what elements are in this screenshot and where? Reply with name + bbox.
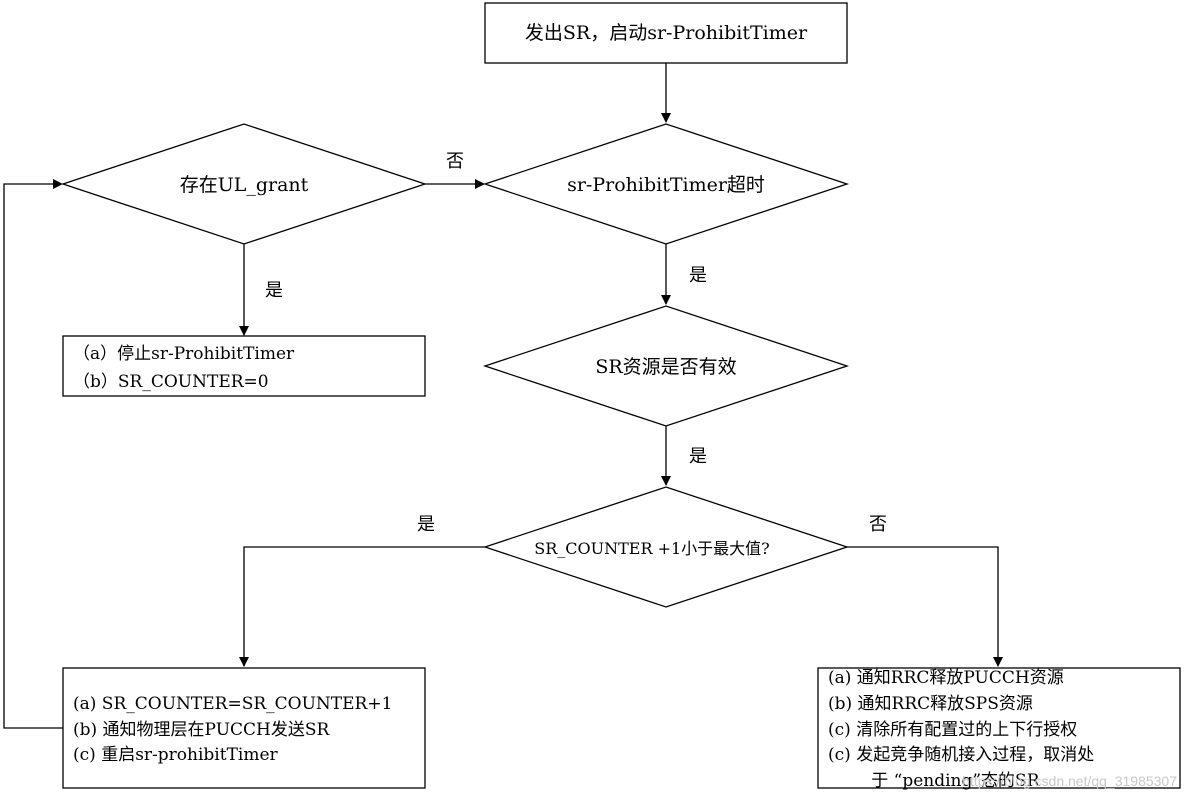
increment-counter-box xyxy=(62,667,426,789)
release-line-c: (c) 清除所有配置过的上下行授权 xyxy=(828,720,1077,740)
release-line-b: (b) 通知RRC释放SPS资源 xyxy=(828,694,1033,714)
release-line-a: (a) 通知RRC释放PUCCH资源 xyxy=(828,668,1064,688)
increment-line-b: (b) 通知物理层在PUCCH发送SR xyxy=(73,720,331,740)
sr-resource-valid-decision xyxy=(482,305,850,427)
edge-counter-no-label: 否 xyxy=(869,514,887,535)
stop-timer-line-b: （b）SR_COUNTER=0 xyxy=(73,372,269,392)
stop-timer-box xyxy=(62,335,426,397)
stop-timer-line-a: （a）停止sr-ProhibitTimer xyxy=(73,344,295,364)
timeout-decision xyxy=(482,123,850,245)
increment-line-c: (c) 重启sr-prohibitTimer xyxy=(73,745,279,765)
release-line-e: 于 “pending”态的SR xyxy=(828,771,1041,791)
watermark: https://blog.csdn.net/qq_31985307 xyxy=(962,773,1177,789)
edge-counter-no xyxy=(847,546,1003,667)
release-resources-box xyxy=(817,667,1181,789)
sr-resource-valid-label: SR资源是否有效 xyxy=(595,356,736,378)
edge-sr-valid-yes-label: 是 xyxy=(689,446,707,467)
increment-line-a: (a) SR_COUNTER=SR_COUNTER+1 xyxy=(73,694,392,714)
release-line-d: (c) 发起竞争随机接入过程，取消处 xyxy=(828,745,1094,765)
ul-grant-decision-label: 存在UL_grant xyxy=(180,174,309,196)
edge-ul-grant-yes-label: 是 xyxy=(265,280,283,301)
edge-counter-yes-label: 是 xyxy=(417,514,435,535)
start-box xyxy=(484,2,848,64)
timeout-decision-label: sr-ProhibitTimer超时 xyxy=(567,174,765,196)
edge-counter-yes xyxy=(239,546,485,667)
edge-increment-loop xyxy=(3,179,63,729)
counter-check-label: SR_COUNTER +1小于最大值? xyxy=(534,539,770,558)
edge-ul-grant-no-label: 否 xyxy=(446,151,464,172)
start-box-label: 发出SR，启动sr-ProhibitTimer xyxy=(525,22,808,44)
edge-timeout-yes-label: 是 xyxy=(689,265,707,286)
